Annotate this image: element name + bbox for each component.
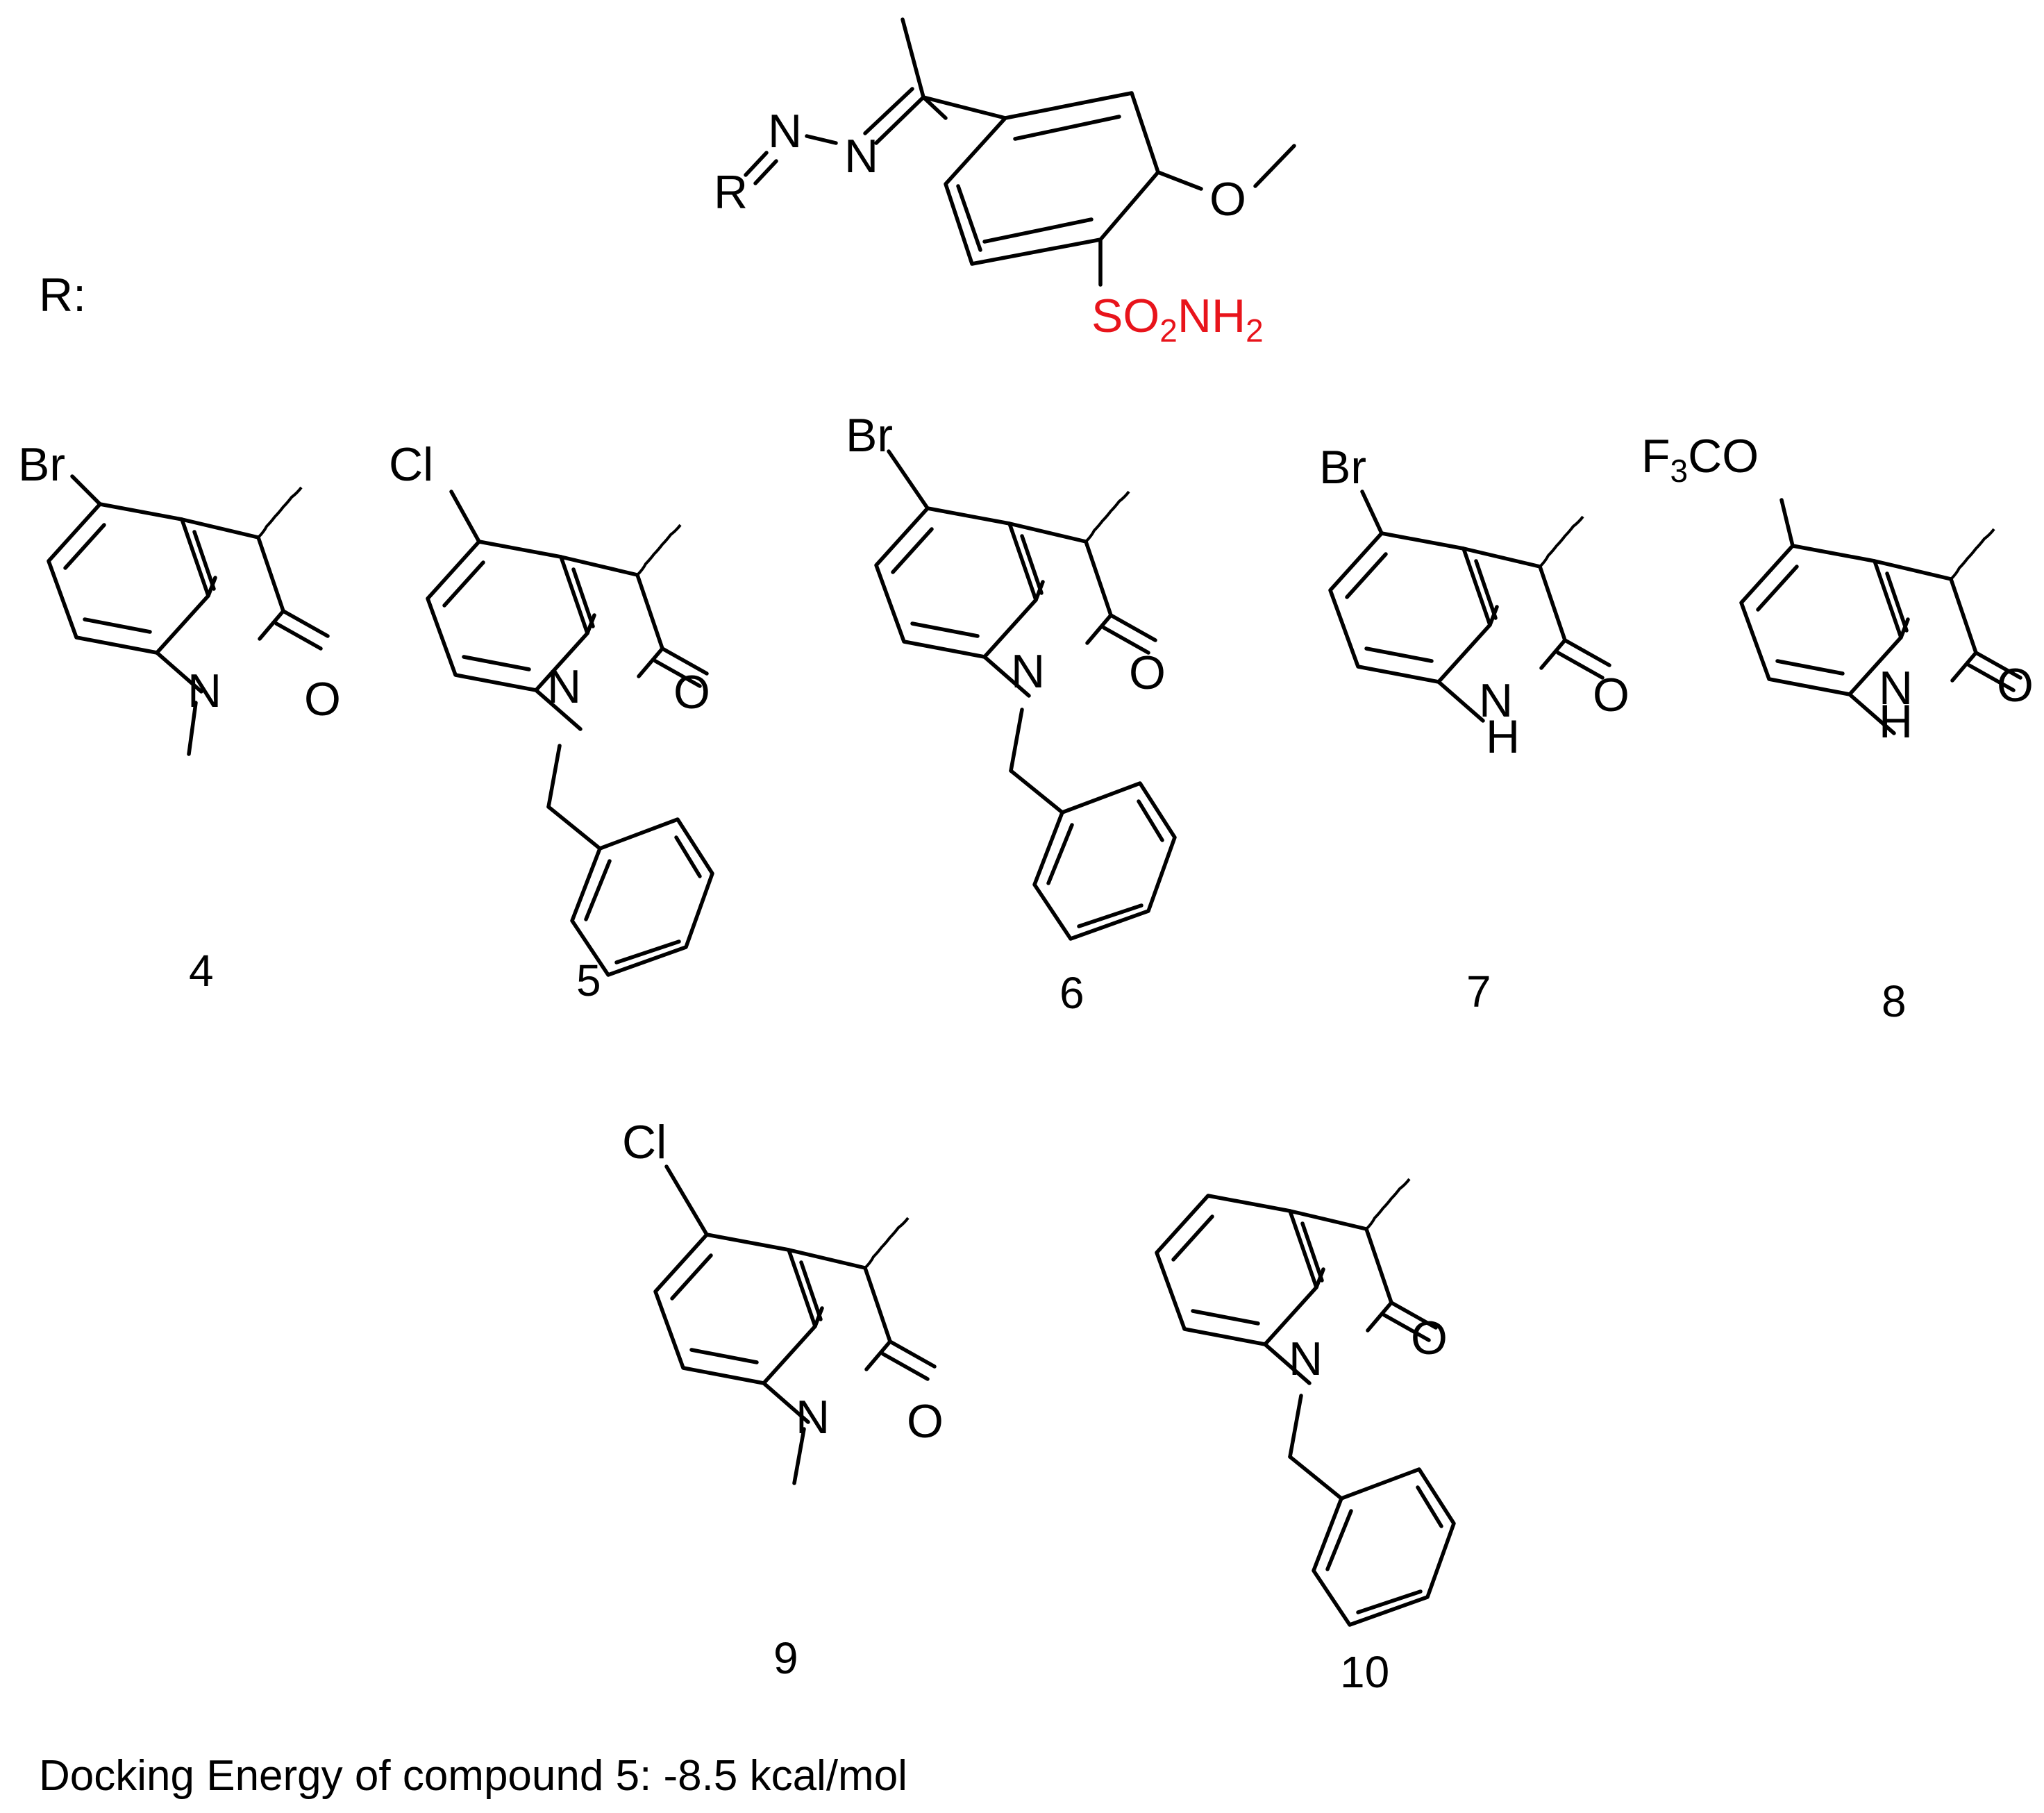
compound-6: Br N O 7 6	[846, 409, 1175, 1018]
compound-9-n-atom: N	[796, 1391, 830, 1444]
compound-5-n-atom: N	[547, 660, 581, 713]
compound-9-substituent: Cl	[622, 1116, 667, 1169]
compound-9: Cl N O 9	[622, 1116, 944, 1683]
compound-10: N O 10	[1157, 1179, 1454, 1697]
azine-n2-atom: N	[844, 130, 878, 183]
compound-8-substituent: F3CO	[1641, 430, 1759, 489]
compound-8-label: 8	[1882, 976, 1907, 1026]
compound-7-o-atom: O	[1593, 669, 1630, 721]
azine-n1-atom: N	[768, 105, 802, 158]
r-definition-label: R:	[39, 269, 86, 321]
compound-6-substituent: Br	[846, 409, 893, 462]
compound-7-h-atom: H	[1486, 710, 1520, 763]
compound-9-o-atom: O	[907, 1395, 944, 1448]
compound-5: Cl N O 5	[389, 438, 712, 1005]
docking-energy-note: Docking Energy of compound 5: -8.5 kcal/…	[39, 1752, 907, 1800]
compound-7-label: 7	[1466, 967, 1491, 1017]
compound-5-label: 5	[576, 955, 601, 1005]
compound-5-o-atom: O	[673, 666, 710, 719]
compound-8: F3CO N H O 8	[1641, 430, 2034, 1026]
compound-6-o-atom: O	[1129, 646, 1166, 699]
compound-10-n-atom: N	[1289, 1332, 1323, 1385]
compound-7-n-atom: N	[1479, 674, 1513, 727]
compound-5-substituent: Cl	[389, 438, 433, 491]
core-structure: R N N O SO2NH2	[714, 17, 1296, 349]
compound-7: Br N H O 7	[1319, 441, 1630, 1017]
compound-10-label: 10	[1340, 1647, 1389, 1697]
compound-7-substituent: Br	[1319, 441, 1366, 494]
compound-6-n-atom: N	[1011, 645, 1045, 698]
compound-4: Br N O 4	[18, 438, 341, 996]
compound-4-label: 4	[189, 946, 214, 996]
compound-9-label: 9	[773, 1633, 798, 1683]
compound-4-substituent: Br	[18, 438, 65, 491]
sulfonamide-group: SO2NH2	[1091, 290, 1264, 349]
r-atom: R	[714, 166, 748, 219]
compound-8-o-atom: O	[1997, 659, 2034, 712]
methoxy-o-atom: O	[1209, 173, 1246, 226]
compound-4-o-atom: O	[304, 673, 341, 726]
compound-8-h-atom: H	[1879, 695, 1913, 748]
compound-8-n-atom: N	[1879, 662, 1913, 715]
compound-4-n-atom: N	[187, 665, 221, 717]
compound-6-label-text: 6	[1059, 968, 1084, 1018]
compound-10-o-atom: O	[1411, 1312, 1448, 1364]
